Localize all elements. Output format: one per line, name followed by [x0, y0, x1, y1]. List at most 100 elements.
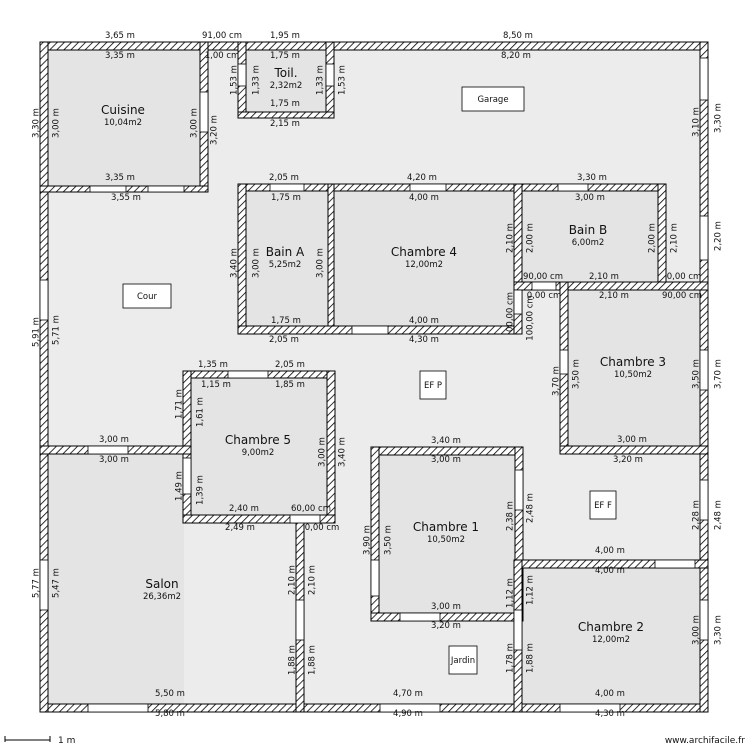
- dimension-label: 4,30 m: [409, 335, 439, 345]
- dimension-label: 5,80 m: [155, 709, 185, 719]
- dimension-label: 1,35 m: [198, 360, 228, 370]
- window-bain-b-right: [699, 215, 709, 261]
- dimension-label: 0,00 cm: [305, 523, 340, 533]
- dimension-label: 2,48 m: [714, 500, 724, 530]
- dimension-label: 1,39 m: [196, 475, 206, 505]
- dimension-label: 2,10 m: [288, 565, 298, 595]
- dimension-label: 2,15 m: [270, 119, 300, 129]
- dimension-label: 3,35 m: [105, 173, 135, 183]
- dimension-label: 2,38 m: [506, 501, 516, 531]
- room-area-salon: 26,36m2: [143, 592, 181, 602]
- dimension-label: 1,71 m: [175, 389, 185, 419]
- dimension-label: 2,00 m: [526, 223, 536, 253]
- dimension-label: 8,20 m: [501, 51, 531, 61]
- room-name-toilet: Toil.: [273, 66, 297, 80]
- site-credit: www.archifacile.fr: [665, 736, 745, 746]
- wall-outer-top: [39, 41, 709, 51]
- jardin-label: Jardin: [450, 656, 475, 666]
- room-name-chambre-3: Chambre 3: [600, 355, 666, 369]
- dimension-label: 3,30 m: [577, 173, 607, 183]
- door-chambre-5-bottom: [289, 514, 321, 524]
- dimension-label: 3,10 m: [692, 107, 702, 137]
- dimension-label: 3,30 m: [714, 103, 724, 133]
- window-chambre-1-bottom: [399, 612, 441, 622]
- window-chambre-2-right: [699, 599, 709, 641]
- dimension-label: 2,10 m: [308, 565, 318, 595]
- dimension-label: 5,77 m: [32, 568, 42, 598]
- wall-chambre-5-bottom: [182, 514, 336, 524]
- window-salon-bottom: [87, 703, 149, 713]
- room-area-cuisine: 10,04m2: [104, 118, 142, 128]
- dimension-label: 60,00 cm: [291, 504, 331, 514]
- dimension-label: 4,30 m: [595, 709, 625, 719]
- door-chambre-3: [559, 349, 569, 375]
- dimension-label: 3,00 m: [99, 435, 129, 445]
- window-garage-right: [699, 57, 709, 101]
- dimension-label: 90,00 cm: [662, 291, 702, 301]
- dimension-label: 4,00 m: [409, 193, 439, 203]
- dimension-label: 2,05 m: [269, 335, 299, 345]
- garage-label: Garage: [477, 95, 508, 105]
- dimension-label: 3,35 m: [105, 51, 135, 61]
- dimension-label: 2,28 m: [692, 500, 702, 530]
- floor-toilet: [246, 50, 326, 112]
- dimension-label: 3,00 m: [252, 248, 262, 278]
- wall-toilet-bottom: [237, 111, 335, 119]
- window-bain-b-top: [557, 183, 589, 192]
- dimension-label: 2,05 m: [275, 360, 305, 370]
- room-area-chambre-1: 10,50m2: [427, 535, 465, 545]
- dimension-label: 3,70 m: [714, 359, 724, 389]
- dimension-label: 1,12 m: [506, 578, 516, 608]
- dimension-label: 3,00 m: [575, 193, 605, 203]
- door-chambre-5-top: [227, 370, 269, 379]
- door-cuisine: [199, 91, 209, 133]
- dimension-label: 1,78 m: [506, 643, 516, 673]
- dimension-label: 1,00 cm: [205, 51, 240, 61]
- floor-chambre-5: [191, 378, 327, 515]
- dimension-label: 4,90 m: [393, 709, 423, 719]
- dimension-label: 1,88 m: [526, 643, 536, 673]
- floor-chambre-4: [333, 191, 517, 326]
- dimension-label: 2,40 m: [229, 504, 259, 514]
- door-chambre-4-bottom: [351, 325, 389, 335]
- dimension-label: 91,00 cm: [202, 31, 242, 41]
- window-chambre-2-top: [654, 559, 696, 569]
- dimension-label: 3,00 m: [692, 615, 702, 645]
- dimension-label: 0,00 cm: [527, 291, 562, 301]
- dimension-label: 3,00 m: [617, 435, 647, 445]
- window-salon-left: [39, 559, 49, 611]
- dimension-label: 4,00 m: [595, 566, 625, 576]
- window-chambre-2-bottom: [559, 703, 621, 713]
- room-name-salon: Salon: [145, 577, 178, 591]
- room-area-chambre-2: 12,00m2: [592, 635, 630, 645]
- dimension-label: 1,75 m: [270, 99, 300, 109]
- dimension-label: 5,47 m: [52, 568, 62, 598]
- dimension-label: 3,50 m: [384, 525, 394, 555]
- floor-bain-a: [246, 191, 328, 326]
- dimension-label: 3,20 m: [210, 115, 220, 145]
- wall-bain-b-right: [657, 183, 667, 291]
- dimension-label: 2,10 m: [599, 291, 629, 301]
- wall-chambre-5-right: [326, 370, 336, 524]
- room-area-toilet: 2,32m2: [270, 81, 303, 91]
- wall-chambre-4-right: [513, 183, 523, 335]
- dimension-label: 1,12 m: [526, 575, 536, 605]
- wall-chambre-1-bottom: [370, 612, 524, 622]
- dimension-label: 4,00 m: [409, 316, 439, 326]
- dimension-label: 1,33 m: [252, 65, 262, 95]
- dimension-label: 2,10 m: [506, 223, 516, 253]
- dimension-label: 2,49 m: [225, 523, 255, 533]
- dimension-label: 100,00 cm: [526, 295, 536, 340]
- door-chambre-1-right: [514, 469, 524, 511]
- dimension-label: 2,20 m: [714, 221, 724, 251]
- dimension-label: 3,00 m: [318, 437, 328, 467]
- scale-label: 1 m: [58, 736, 75, 746]
- dimension-label: 3,00 m: [431, 455, 461, 465]
- room-area-chambre-5: 9,00m2: [242, 448, 275, 458]
- dimension-label: 3,30 m: [714, 615, 724, 645]
- floor-salon: [48, 454, 184, 704]
- dimension-label: 3,00 m: [316, 248, 326, 278]
- floor-chambre-2: [522, 568, 702, 704]
- eff-box: [589, 490, 617, 520]
